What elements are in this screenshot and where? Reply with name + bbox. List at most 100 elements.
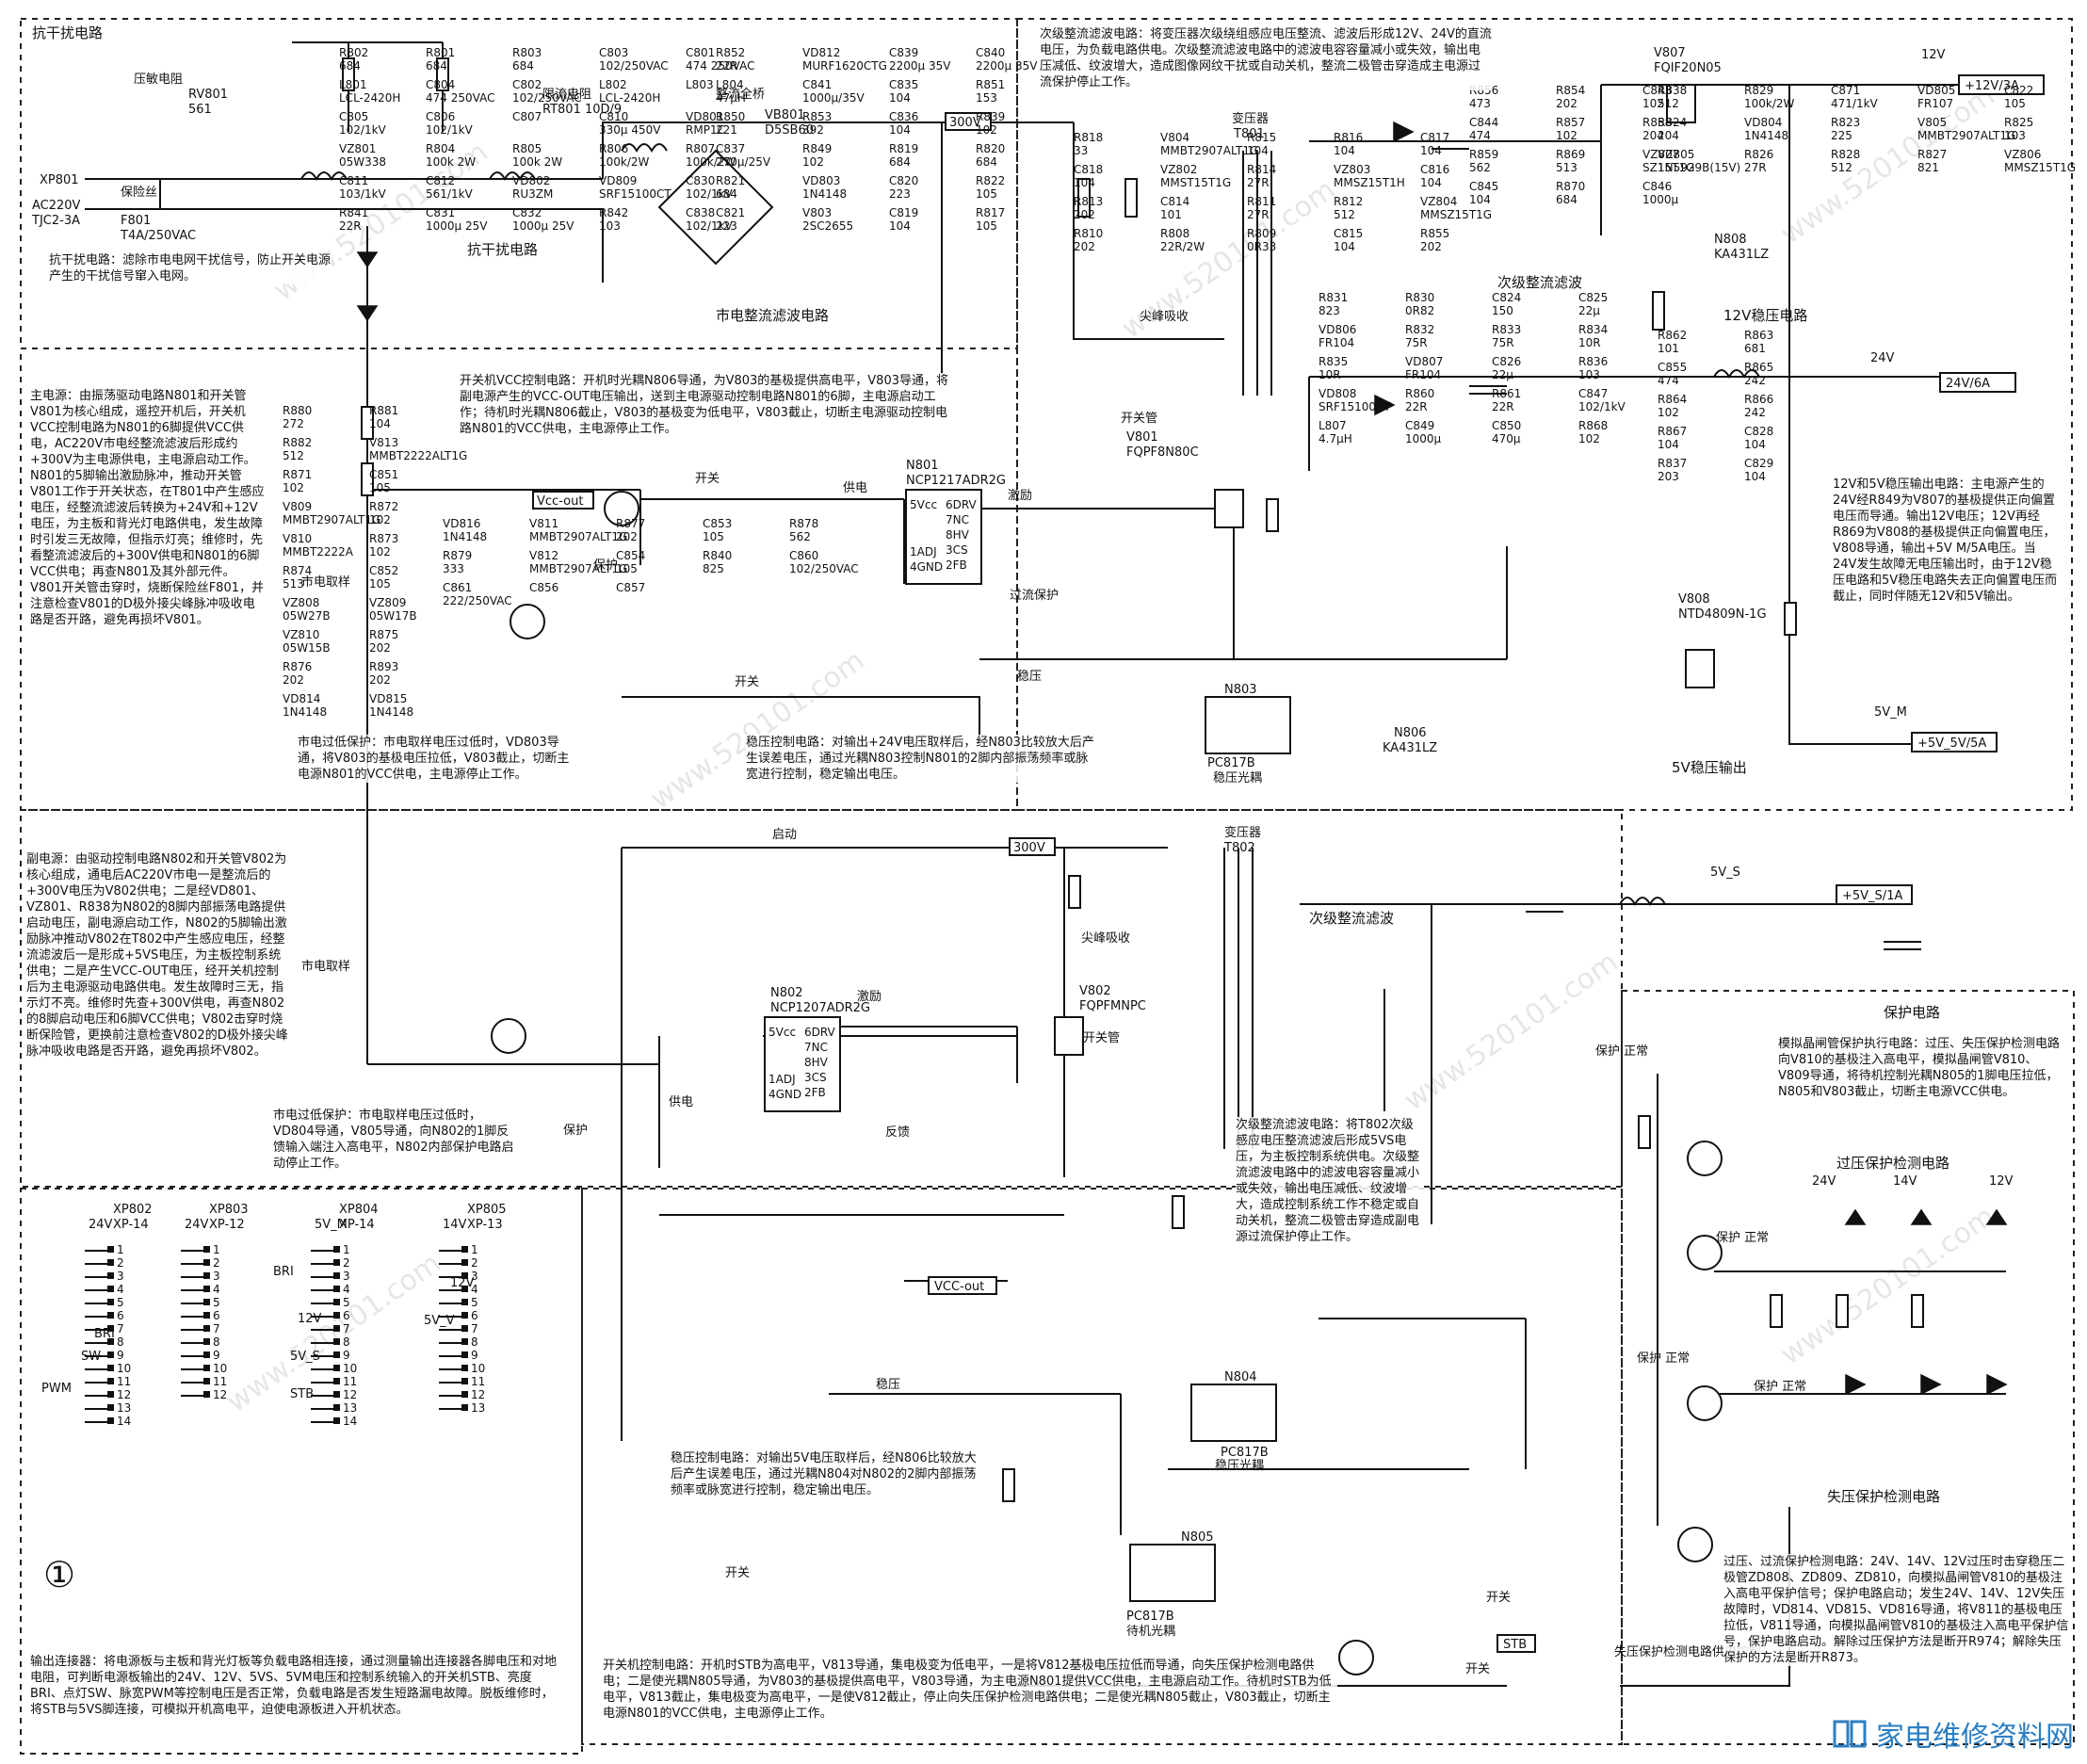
component-ref: R859 xyxy=(1469,148,1498,161)
connector-pin xyxy=(461,1378,468,1384)
component-ref: C832 xyxy=(512,206,542,219)
f801-label: F801 xyxy=(121,214,151,228)
connector-pin-number: 5 xyxy=(471,1296,478,1309)
component-ref: R833 xyxy=(1492,323,1521,336)
component-ref: R829 xyxy=(1744,84,1773,97)
component-value: 1000μ xyxy=(1642,193,1679,206)
component-value: 202 xyxy=(1074,240,1095,253)
n802-ic-body xyxy=(764,1016,841,1112)
component-ref: C846 xyxy=(1642,180,1672,193)
component-value: 0R33 xyxy=(1247,240,1276,253)
component-ref: VZ803 xyxy=(1334,163,1370,176)
component-ref: R881 xyxy=(369,404,398,417)
component-value: 821 xyxy=(1917,161,1939,174)
connector-pin xyxy=(107,1246,114,1253)
connector-pin xyxy=(203,1246,210,1253)
component-value: 562 xyxy=(1469,161,1491,174)
component-ref: C820 xyxy=(889,174,918,187)
component-ref: R860 xyxy=(1405,387,1434,400)
logo-text: 家电维修资料网 xyxy=(1876,1721,2074,1754)
component-value: 223 xyxy=(716,219,737,233)
component-value: 202 xyxy=(369,673,391,687)
component-value: 825 xyxy=(703,562,724,575)
connector-stb-label: STB xyxy=(290,1387,314,1401)
component-value: 10R xyxy=(1319,368,1341,381)
component-ref: VD805 xyxy=(1917,84,1955,97)
component-ref: VZ806 xyxy=(2004,148,2041,161)
component-value: 22μ xyxy=(1578,304,1600,317)
component-ref: R802 xyxy=(339,46,368,59)
connector-pin xyxy=(461,1325,468,1332)
rail-5vm-tag: +5V_5V/5A xyxy=(1917,736,1986,751)
component-label: L803 xyxy=(686,78,714,91)
connector-pwm-label: PWM xyxy=(41,1382,72,1396)
component-ref: VD804 xyxy=(1744,116,1782,129)
n802-pin: 6DRV xyxy=(804,1026,836,1039)
component-ref: C840 xyxy=(976,46,1005,59)
n802-pins: 5Vcc 1ADJ 4GND 6DRV 7NC 8HV 3CS 2FB xyxy=(768,1026,836,1101)
signal-drive-aux: 激励 xyxy=(857,990,882,1004)
component-ref: C802 xyxy=(512,78,542,91)
component-value: 33 xyxy=(1074,144,1088,157)
v808-part: NTD4809N-1G xyxy=(1678,607,1767,622)
component-value: LCL-2420H xyxy=(599,91,660,105)
connector-pin xyxy=(203,1286,210,1292)
component-ref: C837 xyxy=(716,142,745,155)
component-ref: R832 xyxy=(1405,323,1434,336)
n802-pin: 8HV xyxy=(804,1056,829,1069)
signal-snubber-aux: 尖峰吸收 xyxy=(1081,931,1130,946)
connector-5vs-label: 5V_S xyxy=(290,1350,320,1364)
component-label: C807 xyxy=(512,110,542,123)
component-value: 102 xyxy=(802,155,824,169)
connector-pin xyxy=(107,1378,114,1384)
component-value: SRF15100CT xyxy=(599,187,671,201)
connector-pin xyxy=(203,1325,210,1332)
n802-pin: 5Vcc xyxy=(768,1026,796,1039)
site-logo: 家电维修资料网 xyxy=(1831,1713,2074,1755)
connector-region xyxy=(20,1188,583,1755)
v802-part: FQPFMNPC xyxy=(1079,999,1146,1013)
connector-pin-number: 11 xyxy=(343,1375,357,1388)
component-ref: R873 xyxy=(369,532,398,545)
component-value: 101 xyxy=(1160,208,1182,221)
component-ref: R864 xyxy=(1658,393,1687,406)
component-ref: VD802 xyxy=(512,174,550,187)
book-icon xyxy=(1831,1718,1869,1750)
varistor-label: 压敏电阻 xyxy=(134,73,183,87)
component-value: 05W338 xyxy=(339,155,386,169)
component-ref: VZ801 xyxy=(339,142,376,155)
component-value: 561/1kV xyxy=(426,187,474,201)
component-ref: C831 xyxy=(426,206,455,219)
connector-pin-number: 12 xyxy=(471,1388,485,1401)
note-secondary: 次级整流滤波电路：将变压器次级绕组感应电压整流、滤波后形成12V、24V的直流电… xyxy=(1040,26,1492,90)
component-ref: R877 xyxy=(616,517,645,530)
component-value: MMSZ15T1G xyxy=(2004,161,2076,174)
protect-title: 保护电路 xyxy=(1884,1004,1940,1021)
connector-pin xyxy=(333,1351,340,1358)
connector-pin xyxy=(461,1259,468,1266)
component-ref: V813 xyxy=(369,436,398,449)
